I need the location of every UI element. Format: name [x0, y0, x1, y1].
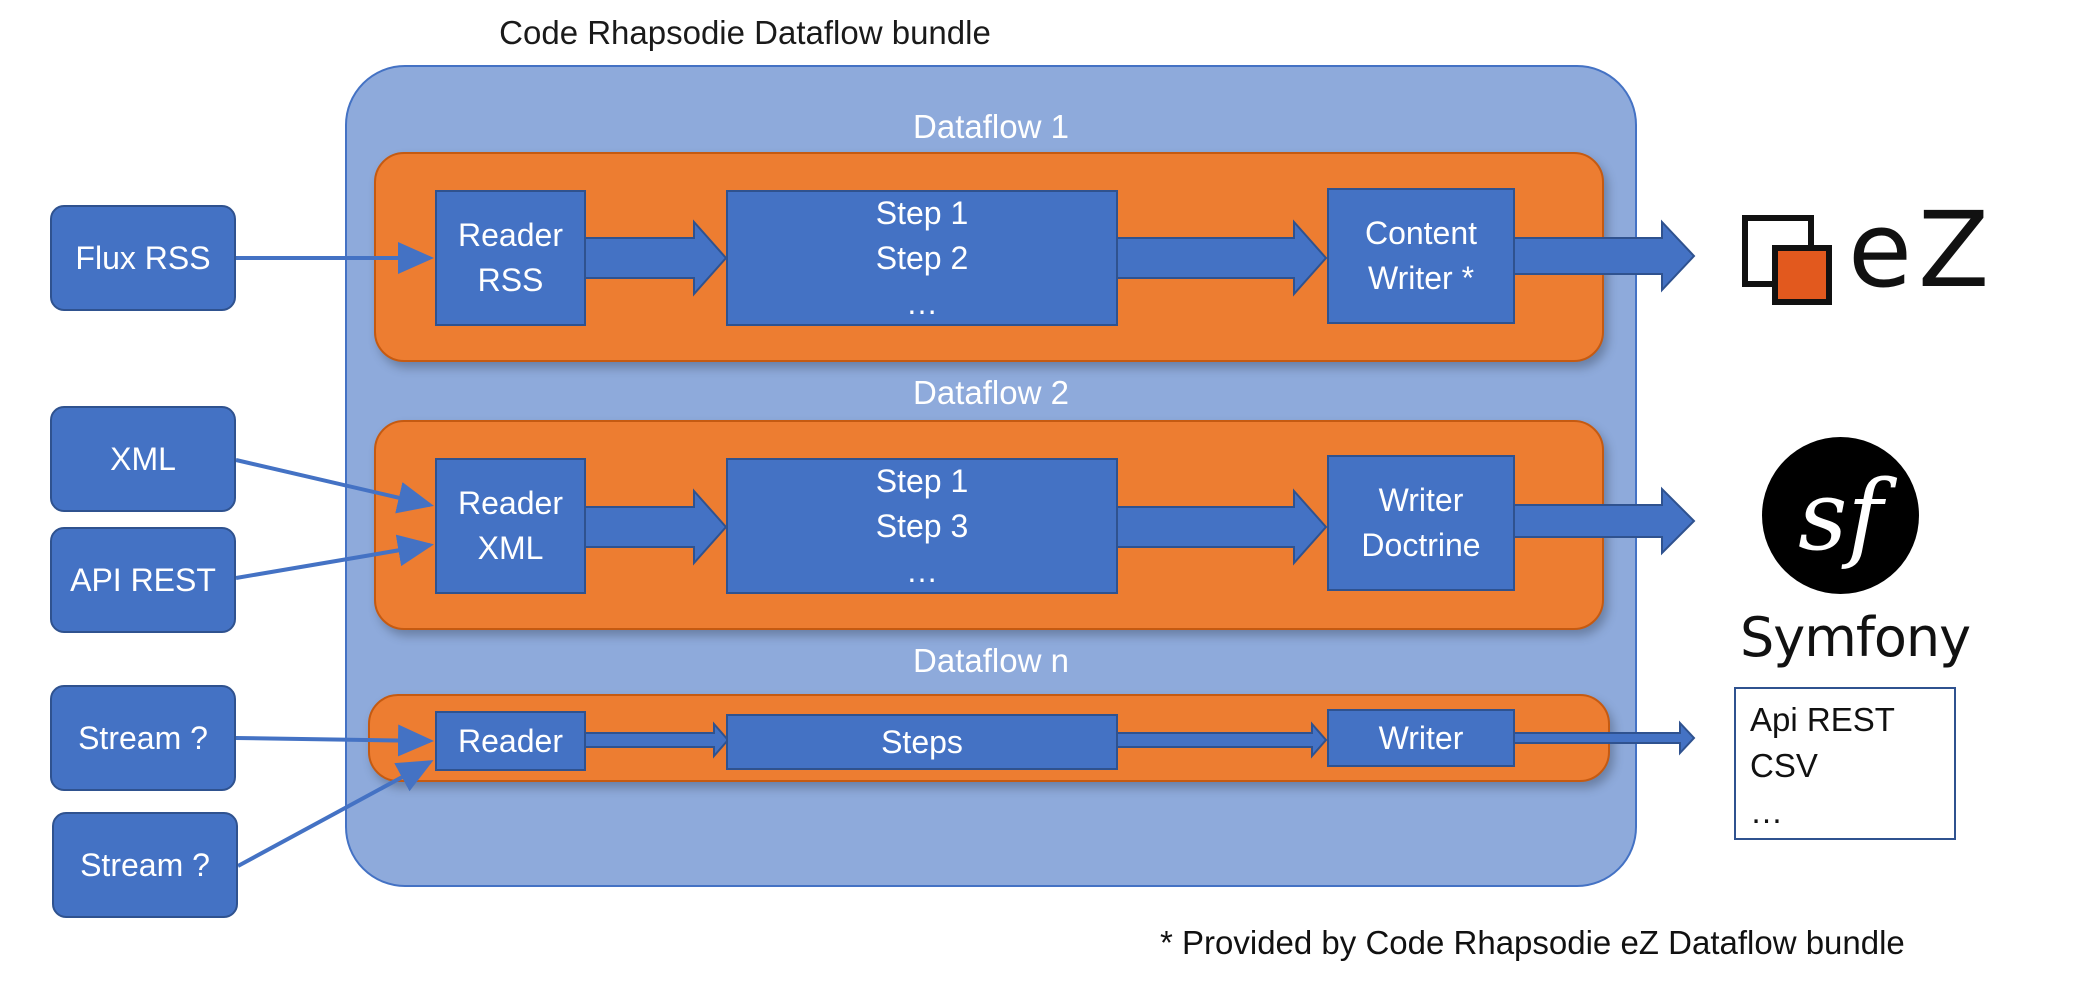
- writer-line-2: Doctrine: [1361, 527, 1481, 563]
- symfony-logo-icon: sf: [1762, 437, 1919, 594]
- arrow-df2-writer-to-symfony: [1513, 486, 1696, 556]
- dataflow-1-reader: Reader RSS: [435, 190, 586, 326]
- dataflow-1-steps: Step 1 Step 2 …: [726, 190, 1118, 326]
- writer-line-1: Writer: [1378, 719, 1464, 756]
- source-label: Flux RSS: [75, 239, 211, 276]
- ez-logo-icon: [1742, 215, 1832, 305]
- dataflow-2-writer: Writer Doctrine: [1327, 455, 1515, 591]
- symfony-label: Symfony: [1740, 606, 1971, 669]
- output-item: …: [1750, 793, 1783, 830]
- output-item: Api REST: [1750, 701, 1895, 738]
- step-line-2: Step 2: [875, 239, 969, 276]
- dataflow-n-writer: Writer: [1327, 709, 1515, 767]
- arrow-stream-1-to-reader: [235, 724, 434, 757]
- arrow-dfn-reader-to-steps: [584, 721, 730, 759]
- source-flux-rss: Flux RSS: [50, 205, 236, 311]
- source-xml: XML: [50, 406, 236, 512]
- arrow-dfn-writer-to-outputs: [1513, 720, 1696, 756]
- writer-line-1: Writer: [1378, 482, 1464, 518]
- reader-line-1: Reader: [458, 722, 563, 759]
- arrow-dfn-steps-to-writer: [1116, 721, 1328, 759]
- output-item: CSV: [1750, 747, 1818, 784]
- diagram-title: Code Rhapsodie Dataflow bundle: [499, 14, 991, 51]
- arrow-df2-steps-to-writer: [1116, 488, 1328, 566]
- ez-logo-text: eZ: [1848, 189, 1996, 311]
- arrow-api-rest-to-reader: [235, 534, 434, 580]
- arrow-df1-writer-to-ez: [1513, 219, 1696, 293]
- writer-line-2: Writer *: [1367, 260, 1475, 296]
- writer-line-1: Content: [1364, 215, 1478, 251]
- dataflow-2-reader: Reader XML: [435, 458, 586, 594]
- source-api-rest: API REST: [50, 527, 236, 633]
- dataflow-1-label: Dataflow 1: [913, 108, 1069, 145]
- step-line-1: Step 1: [875, 194, 969, 231]
- footnote: * Provided by Code Rhapsodie eZ Dataflow…: [1160, 924, 1905, 961]
- arrow-df1-steps-to-writer: [1116, 219, 1328, 297]
- reader-line-1: Reader: [458, 485, 563, 521]
- reader-line-2: RSS: [477, 262, 544, 298]
- reader-line-2: XML: [477, 530, 544, 566]
- arrow-stream-2-to-reader: [237, 760, 434, 868]
- step-line-2: Step 3: [875, 507, 969, 544]
- source-label: API REST: [70, 561, 216, 598]
- dataflow-n-label: Dataflow n: [913, 642, 1069, 679]
- symfony-glyph: sf: [1798, 459, 1883, 572]
- source-label: Stream ?: [80, 846, 210, 883]
- step-line-1: Steps: [881, 723, 963, 760]
- reader-line-1: Reader: [458, 217, 563, 253]
- arrow-df2-reader-to-steps: [584, 488, 728, 566]
- source-label: XML: [110, 440, 176, 477]
- dataflow-1-writer: Content Writer *: [1327, 188, 1515, 324]
- step-line-3: …: [906, 284, 938, 321]
- arrow-df1-reader-to-steps: [584, 219, 728, 297]
- source-stream-1: Stream ?: [50, 685, 236, 791]
- source-label: Stream ?: [78, 719, 208, 756]
- dataflow-n-reader: Reader: [435, 711, 586, 771]
- source-stream-2: Stream ?: [52, 812, 238, 918]
- arrow-xml-to-reader: [235, 458, 434, 514]
- dataflow-2-label: Dataflow 2: [913, 374, 1069, 411]
- dataflow-n-steps: Steps: [726, 714, 1118, 770]
- step-line-1: Step 1: [875, 462, 969, 499]
- dataflow-2-steps: Step 1 Step 3 …: [726, 458, 1118, 594]
- step-line-3: …: [906, 552, 938, 589]
- other-outputs-box: Api REST CSV …: [1734, 687, 1956, 840]
